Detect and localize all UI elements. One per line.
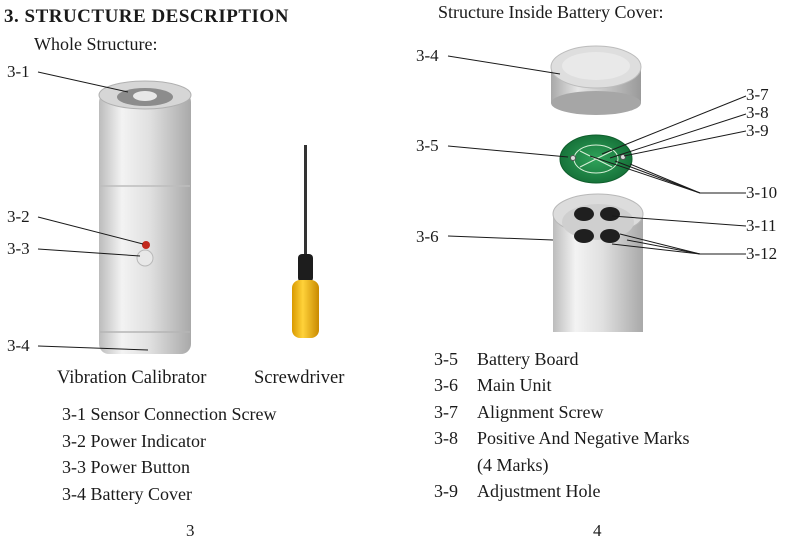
list-code-3-9: 3-9 [434, 481, 458, 501]
list-text-3-8-note: (4 Marks) [477, 455, 549, 475]
list-code-3-6: 3-6 [434, 375, 458, 395]
caption-screwdriver: Screwdriver [254, 368, 345, 388]
whole-structure-subheading: Whole Structure: [34, 34, 158, 54]
alignment-screw-right [620, 154, 626, 160]
list-code-3-8: 3-8 [434, 428, 458, 448]
list-text-3-9: Adjustment Hole [477, 481, 601, 501]
callout-r-3-8: 3-8 [746, 103, 769, 122]
leader-lines [37, 55, 747, 351]
callout-3-2: 3-2 [7, 207, 30, 226]
callout-r-3-6: 3-6 [416, 227, 439, 246]
callout-r-3-12: 3-12 [746, 244, 778, 263]
list-item-3-3: 3-3 Power Button [62, 457, 190, 477]
list-text-3-6: Main Unit [477, 375, 552, 395]
page-number-left: 3 [186, 521, 195, 540]
list-text-3-7: Alignment Screw [477, 402, 604, 422]
list-text-3-8: Positive And Negative Marks [477, 428, 690, 448]
list-item-3-1: 3-1 Sensor Connection Screw [62, 404, 277, 424]
caption-vibration-calibrator: Vibration Calibrator [57, 368, 207, 388]
vibration-calibrator-image [98, 80, 192, 354]
battery-cover-subheading: Structure Inside Battery Cover: [438, 2, 664, 22]
alignment-screw-left [570, 155, 576, 161]
list-item-3-4: 3-4 Battery Cover [62, 484, 192, 504]
main-unit-image [552, 193, 644, 332]
callout-3-3: 3-3 [7, 239, 30, 258]
power-indicator-image [142, 241, 150, 249]
callout-r-3-4: 3-4 [416, 46, 439, 65]
battery-board-image [559, 134, 633, 184]
battery-cover-image [550, 45, 642, 115]
callout-r-3-11: 3-11 [746, 216, 777, 235]
page-number-right: 4 [593, 521, 602, 540]
screwdriver-image [292, 145, 319, 338]
power-button-image [136, 249, 154, 267]
callout-r-3-9: 3-9 [746, 121, 769, 140]
list-item-3-2: 3-2 Power Indicator [62, 431, 206, 451]
list-code-3-5: 3-5 [434, 349, 458, 369]
callout-3-1: 3-1 [7, 62, 30, 81]
callout-r-3-7: 3-7 [746, 85, 769, 104]
callout-3-4: 3-4 [7, 336, 30, 355]
callout-r-3-10: 3-10 [746, 183, 778, 202]
list-text-3-5: Battery Board [477, 349, 579, 369]
section-heading: 3. STRUCTURE DESCRIPTION [4, 6, 289, 27]
callout-r-3-5: 3-5 [416, 136, 439, 155]
list-code-3-7: 3-7 [434, 402, 458, 422]
